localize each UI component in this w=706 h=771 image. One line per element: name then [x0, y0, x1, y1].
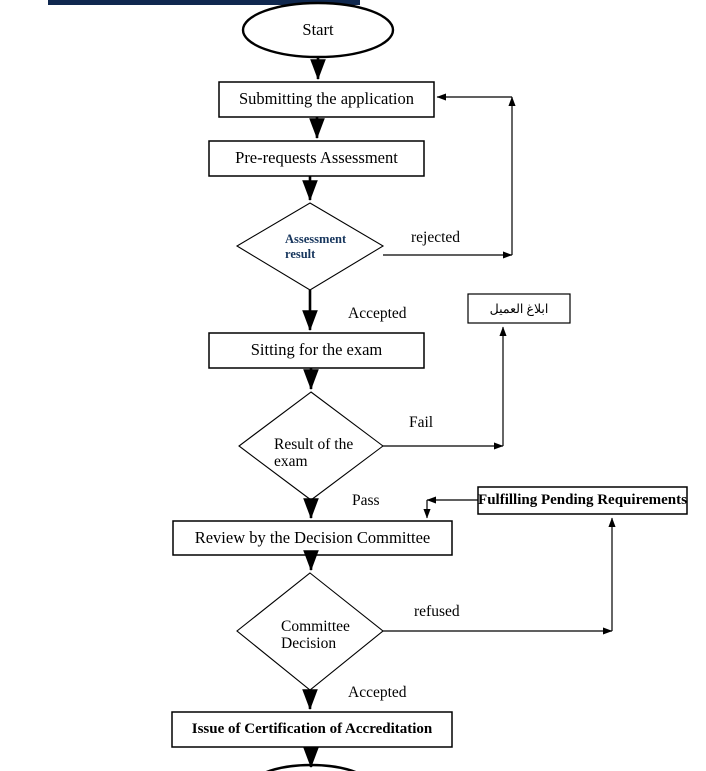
- start-terminator-shape: [241, 1, 395, 59]
- sitting-exam-box-shape: [208, 332, 425, 369]
- notify-client-box-shape: [467, 293, 571, 324]
- review-box-shape: [172, 520, 453, 556]
- fulfilling-box-shape: [477, 486, 688, 515]
- exam-decision-shape: [238, 391, 384, 501]
- submitting-box-shape: [218, 81, 435, 118]
- assessment-decision-shape: [235, 202, 385, 291]
- blue-top-rule: [48, 0, 360, 5]
- committee-decision-shape: [236, 572, 384, 691]
- prerequests-box-shape: [208, 140, 425, 177]
- issue-certificate-box-shape: [171, 711, 453, 748]
